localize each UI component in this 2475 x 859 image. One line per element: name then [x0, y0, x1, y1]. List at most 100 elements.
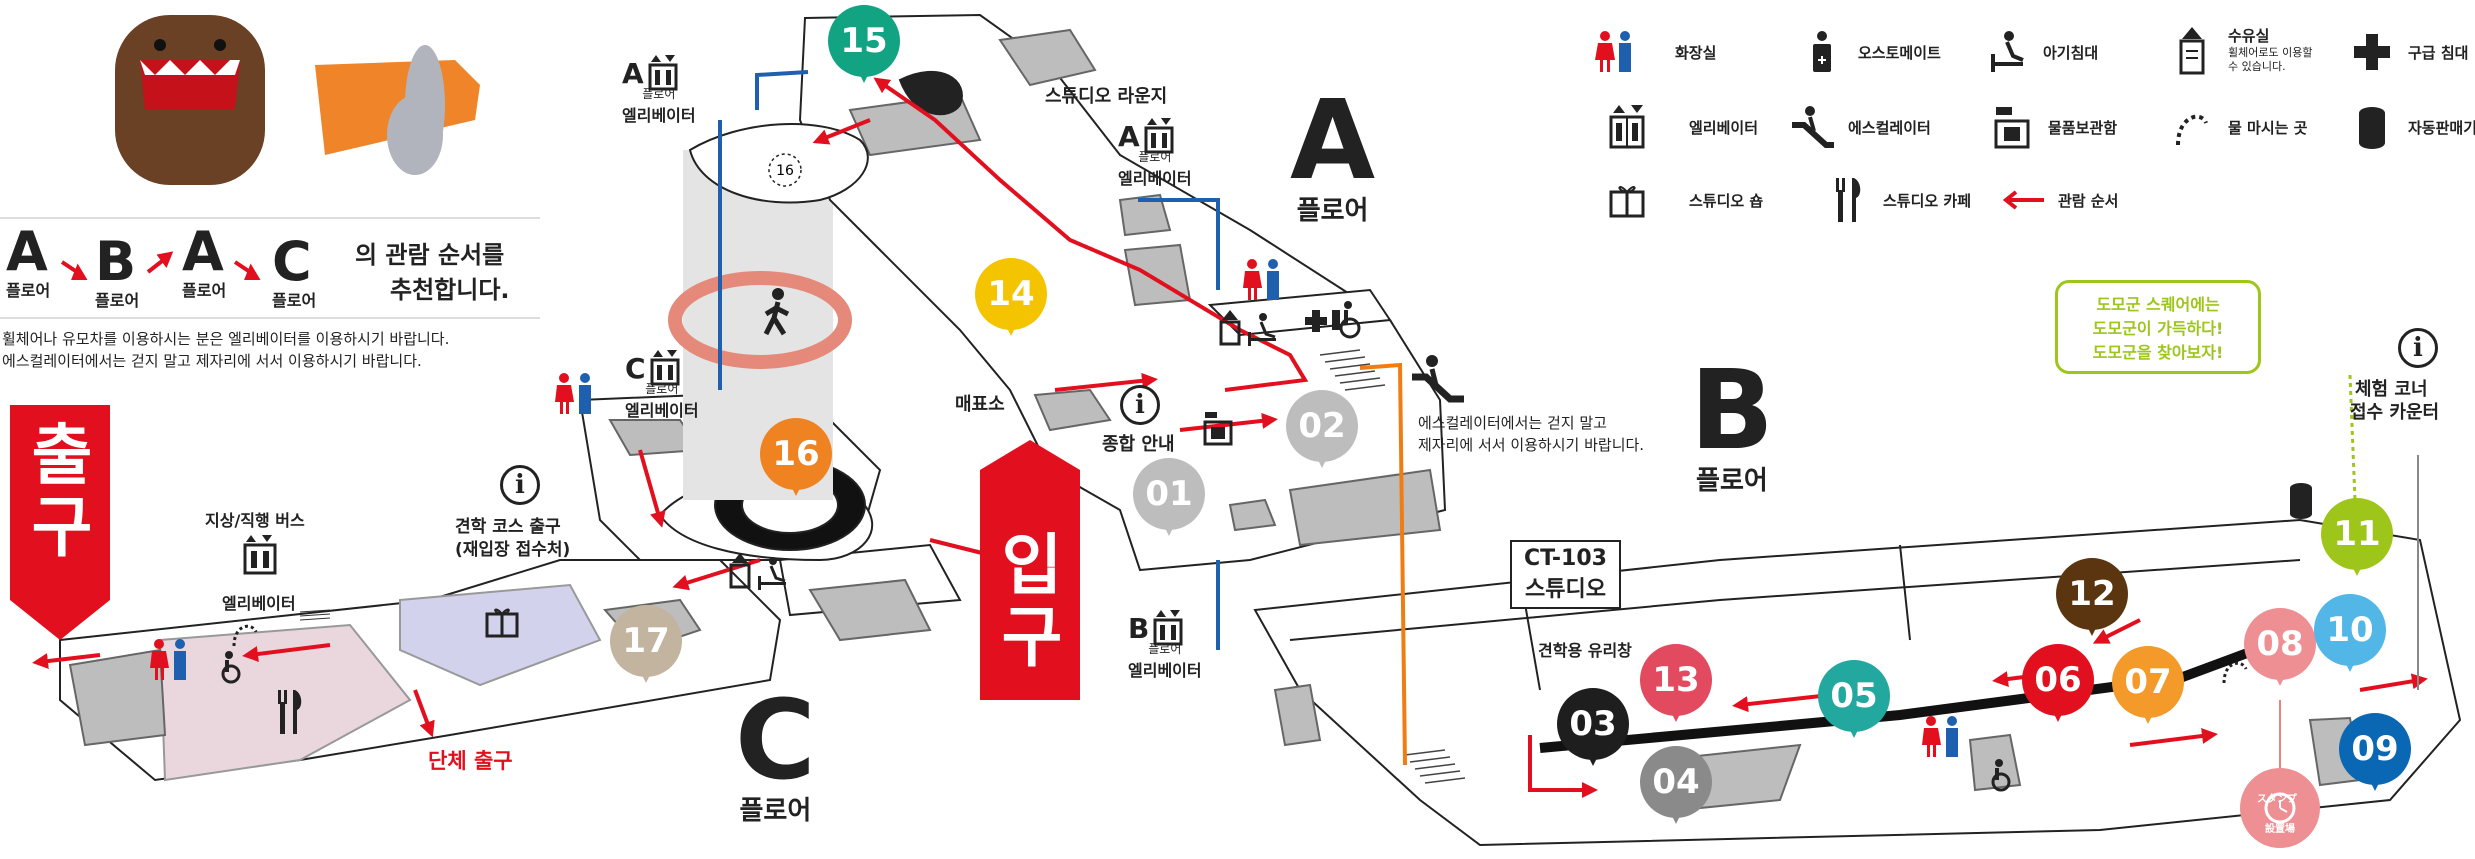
exhibit-pin-06[interactable]: 06	[2022, 644, 2094, 728]
group-exit-label: 단체 출구	[428, 749, 513, 773]
exit-banner-shape	[10, 405, 110, 640]
tour-exit-label-1: 견학 코스 출구	[455, 517, 561, 537]
water-fountain-icon	[230, 618, 260, 652]
exhibit-pin-13[interactable]: 13	[1640, 644, 1712, 728]
entrance-banner: 입구	[1001, 527, 1063, 676]
exhibit-pin-15[interactable]: 15	[828, 5, 900, 89]
elevator-line-a	[1138, 198, 1220, 290]
svg-text:16: 16	[776, 163, 794, 179]
bus-elevator-label-1: 지상/직행 버스	[205, 511, 305, 530]
escalator-icon	[1410, 355, 1466, 409]
info-desk-label: 종합 안내	[1102, 434, 1175, 455]
info-point-icon: i	[500, 465, 540, 505]
ticket-office-label: 매표소	[955, 394, 1005, 415]
exhibit-pin-03[interactable]: 03	[1557, 688, 1629, 772]
legend-locker: 물품보관함	[1990, 105, 2117, 149]
elevator-icon	[1605, 105, 1649, 149]
locker-icon	[1990, 105, 2034, 149]
exhibit-pin-09[interactable]: 09	[2339, 713, 2411, 797]
elevator-icon	[648, 55, 678, 91]
entrance-banner-shape	[980, 440, 1080, 700]
first-aid-icon	[1305, 310, 1327, 336]
water-fountain-icon	[2170, 105, 2214, 149]
locker-icon	[1203, 410, 1233, 450]
legend-ostomate: 오스토메이트	[1800, 30, 1941, 74]
domo-character	[115, 15, 480, 185]
restroom-icon	[150, 638, 190, 686]
exhibit-pin-12[interactable]: 12	[2056, 558, 2128, 642]
stairs	[299, 609, 331, 621]
escalator-note-1: 에스컬레이터에서는 걷지 말고	[1418, 414, 1607, 432]
elevator-icon	[243, 535, 277, 579]
legend-gift: 스튜디오 숍	[1605, 178, 1763, 222]
exhibit-pin-02[interactable]: 02	[1286, 390, 1358, 474]
stamp-label-2: 設置場	[2265, 824, 2295, 835]
route-suffix-1: 의 관람 순서를	[355, 241, 505, 269]
stamp-label-1: スタンプ	[2257, 794, 2297, 805]
glass-window-label: 견학용 유리창	[1538, 641, 1632, 660]
info-point-icon: i	[1120, 385, 1160, 425]
stamp-station	[2240, 700, 2320, 848]
pin-number: 02	[1286, 390, 1358, 462]
elevator-a-top: A 플로어 엘리베이터	[622, 55, 696, 125]
exhibit-pin-01[interactable]: 01	[1133, 458, 1205, 542]
legend-vending: 자동판매기	[2350, 105, 2475, 149]
domo-square-callout: 도모군 스퀘어에는 도모군이 가득하다! 도모군을 찾아보자!	[2055, 280, 2261, 374]
exhibit-pin-11[interactable]: 11	[2321, 498, 2393, 582]
exhibit-pin-05[interactable]: 05	[1818, 660, 1890, 744]
route-step-arrows	[60, 251, 261, 280]
bus-elevator-label-2: 엘리베이터	[222, 594, 296, 613]
domo-callout-line	[2348, 374, 2357, 501]
pin-number: 12	[2056, 558, 2128, 630]
ostomate-icon	[1800, 30, 1844, 74]
elevator-a-right: A 플로어 엘리베이터	[1118, 118, 1192, 188]
counter-label-2: 접수 카운터	[2350, 402, 2440, 423]
pin-number: 14	[975, 258, 1047, 330]
counter-label-1: 체험 코너	[2355, 379, 2428, 400]
baby-bed-icon	[1245, 312, 1279, 350]
wheelchair-icon	[215, 650, 249, 688]
restroom-icon	[1243, 258, 1283, 306]
legend-elevator: 엘리베이터	[1605, 105, 1758, 149]
ct103-studio-box: CT-103 스튜디오	[1510, 540, 1621, 609]
b-stairs	[1404, 749, 1466, 784]
elevator-b: B 플로어 엘리베이터	[1128, 610, 1202, 680]
exhibit-pin-16[interactable]: 16	[760, 418, 832, 502]
escalator-stairs	[1319, 349, 1386, 391]
exhibit-pin-10[interactable]: 10	[2314, 594, 2386, 678]
route-suffix-2: 추천합니다.	[390, 276, 510, 304]
exhibit-pin-14[interactable]: 14	[975, 258, 1047, 342]
restroom-icon	[1922, 715, 1962, 763]
exhibit-pin-07[interactable]: 07	[2112, 646, 2184, 730]
baby-bed-icon	[1985, 30, 2029, 74]
exhibit-pin-04[interactable]: 04	[1640, 746, 1712, 830]
escalator-ring	[668, 271, 852, 369]
elevator-c: C 플로어 엘리베이터	[625, 350, 699, 420]
restroom-icon	[1595, 30, 1639, 74]
legend-water: 물 마시는 곳	[2170, 105, 2307, 149]
route-arrow-icon	[2000, 178, 2044, 222]
elevator-line	[755, 70, 809, 110]
legend-route: 관람 순서	[2000, 178, 2118, 222]
nursing-icon	[728, 553, 752, 593]
gift-icon	[485, 605, 519, 643]
elevator-icon	[1144, 118, 1174, 154]
restroom-icon	[555, 372, 595, 420]
legend-escalator: 에스컬레이터	[1790, 105, 1931, 149]
elevator-icon	[1153, 610, 1183, 646]
legend-cafe: 스튜디오 카페	[1825, 178, 1971, 222]
vending-machine-icon	[2288, 482, 2314, 524]
gift-icon	[1605, 178, 1649, 222]
exit-banner: 출구	[31, 417, 93, 566]
elevator-icon	[650, 350, 680, 386]
exhibit-pin-08[interactable]: 08	[2244, 608, 2316, 692]
route-note-1: 휠체어나 유모차를 이용하시는 분은 엘리베이터를 이용하시기 바랍니다.	[2, 330, 450, 348]
exhibit-pin-17[interactable]: 17	[610, 605, 682, 689]
walking-person-icon	[760, 288, 796, 340]
